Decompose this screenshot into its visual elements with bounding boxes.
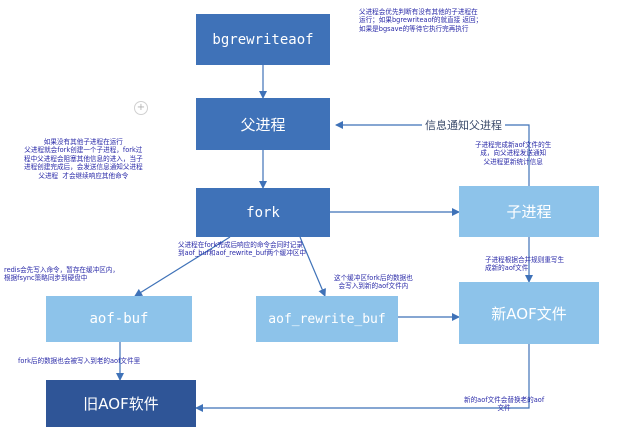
node-old-aof-file: 旧AOF软件 <box>46 380 196 427</box>
node-aof-buf: aof-buf <box>46 296 192 342</box>
arrow-fork-to-aof-buf <box>134 236 231 297</box>
arrow-new-aof-to-old-aof <box>195 344 530 412</box>
node-fork: fork <box>196 188 330 237</box>
add-icon: + <box>134 101 148 115</box>
note-fork-middle: 父进程在fork完成后响应的命令会同时记录 到aof_buf和aof_rewri… <box>178 241 307 258</box>
node-aof-rewrite-buf: aof_rewrite_buf <box>256 296 398 342</box>
arrow-child-to-parent <box>335 121 530 186</box>
note-top-right: 父进程会优先判断有没有其他的子进程在 运行；如果bgrewriteaof的就直接… <box>359 8 483 33</box>
note-left-parent: 如果没有其他子进程在运行 父进程就会fork创建一个子进程，fork过 程中父进… <box>24 138 143 180</box>
note-left-redis: redis会先写入命令，暂存在缓冲区内， 根据fsync策略同步到硬盘中 <box>4 266 119 283</box>
note-rewrite-buf: 这个缓冲区fork后的数据也 会写入到新的aof文件内 <box>334 274 413 291</box>
edge-label-notify-parent: 信息通知父进程 <box>422 117 505 133</box>
note-after-fork: fork后的数据也会被写入到老的aof文件里 <box>18 357 141 365</box>
note-right-child-done: 子进程完成新aof文件的生 成，向父进程发送通知 父进程更新统计信息 <box>475 141 552 166</box>
node-child-process: 子进程 <box>459 186 599 237</box>
node-new-aof-file: 新AOF文件 <box>459 282 599 344</box>
node-bgrewriteaof: bgrewriteaof <box>196 14 330 65</box>
node-parent-process: 父进程 <box>196 98 330 150</box>
arrow-fork-to-rewrite-buf <box>299 236 326 297</box>
note-child-generate: 子进程根据合并规则重写生 成新的aof文件 <box>485 256 565 273</box>
note-replace: 新的aof文件会替换老的aof 文件 <box>464 396 545 413</box>
